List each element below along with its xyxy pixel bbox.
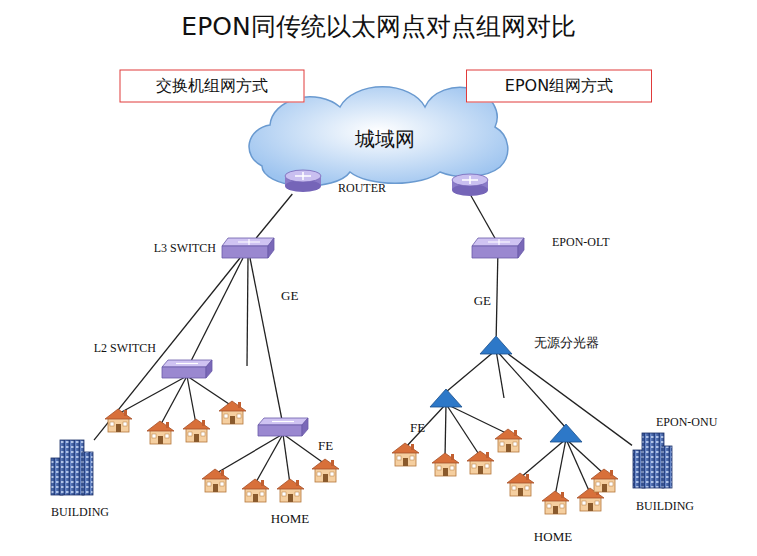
node-label: EPON-OLT	[552, 235, 610, 250]
network-link	[256, 194, 292, 238]
building-node: BUILDING	[50, 439, 94, 496]
network-label: HOME	[534, 529, 572, 545]
network-link	[496, 258, 498, 336]
router-node: ROUTER	[283, 168, 323, 194]
node-label: BUILDING	[636, 499, 694, 514]
network-label: FE	[410, 420, 425, 436]
node-label: L2 SWITCH	[94, 341, 156, 356]
node-label: BUILDING	[51, 505, 109, 520]
network-label: FE	[318, 438, 333, 454]
switch-node: L2 SWITCH	[162, 360, 212, 378]
splitter-node: 无源分光器	[480, 336, 512, 354]
method-box: EPON组网方式	[466, 70, 652, 103]
building-icon	[51, 433, 672, 495]
network-link	[508, 354, 632, 445]
router-icon	[285, 170, 488, 196]
network-label: HOME	[271, 511, 309, 527]
network-label: GE	[281, 288, 298, 304]
node-label: EPON-ONU	[656, 415, 717, 430]
method-box: 交换机组网方式	[120, 70, 305, 103]
link-label: GE	[474, 293, 491, 309]
home-icon	[105, 401, 618, 514]
node-label: ROUTER	[338, 181, 386, 196]
olt-node: EPON-OLT	[472, 238, 524, 258]
diagram-title: EPON同传统以太网点对点组网对比	[0, 10, 757, 43]
node-text: EPON组网方式	[481, 76, 637, 97]
node-label: 无源分光器	[534, 334, 599, 352]
onu-node: EPON-ONUBUILDING	[632, 432, 673, 489]
splitter-icon	[430, 336, 582, 442]
cloud-shape: 城域网	[262, 108, 508, 170]
node-text: 城域网	[355, 126, 415, 153]
switch-icon	[162, 238, 524, 436]
switch-node: L3 SWITCH	[222, 238, 274, 258]
node-label: L3 SWITCH	[154, 241, 216, 256]
node-text: 交换机组网方式	[135, 76, 290, 97]
network-link	[94, 258, 240, 440]
